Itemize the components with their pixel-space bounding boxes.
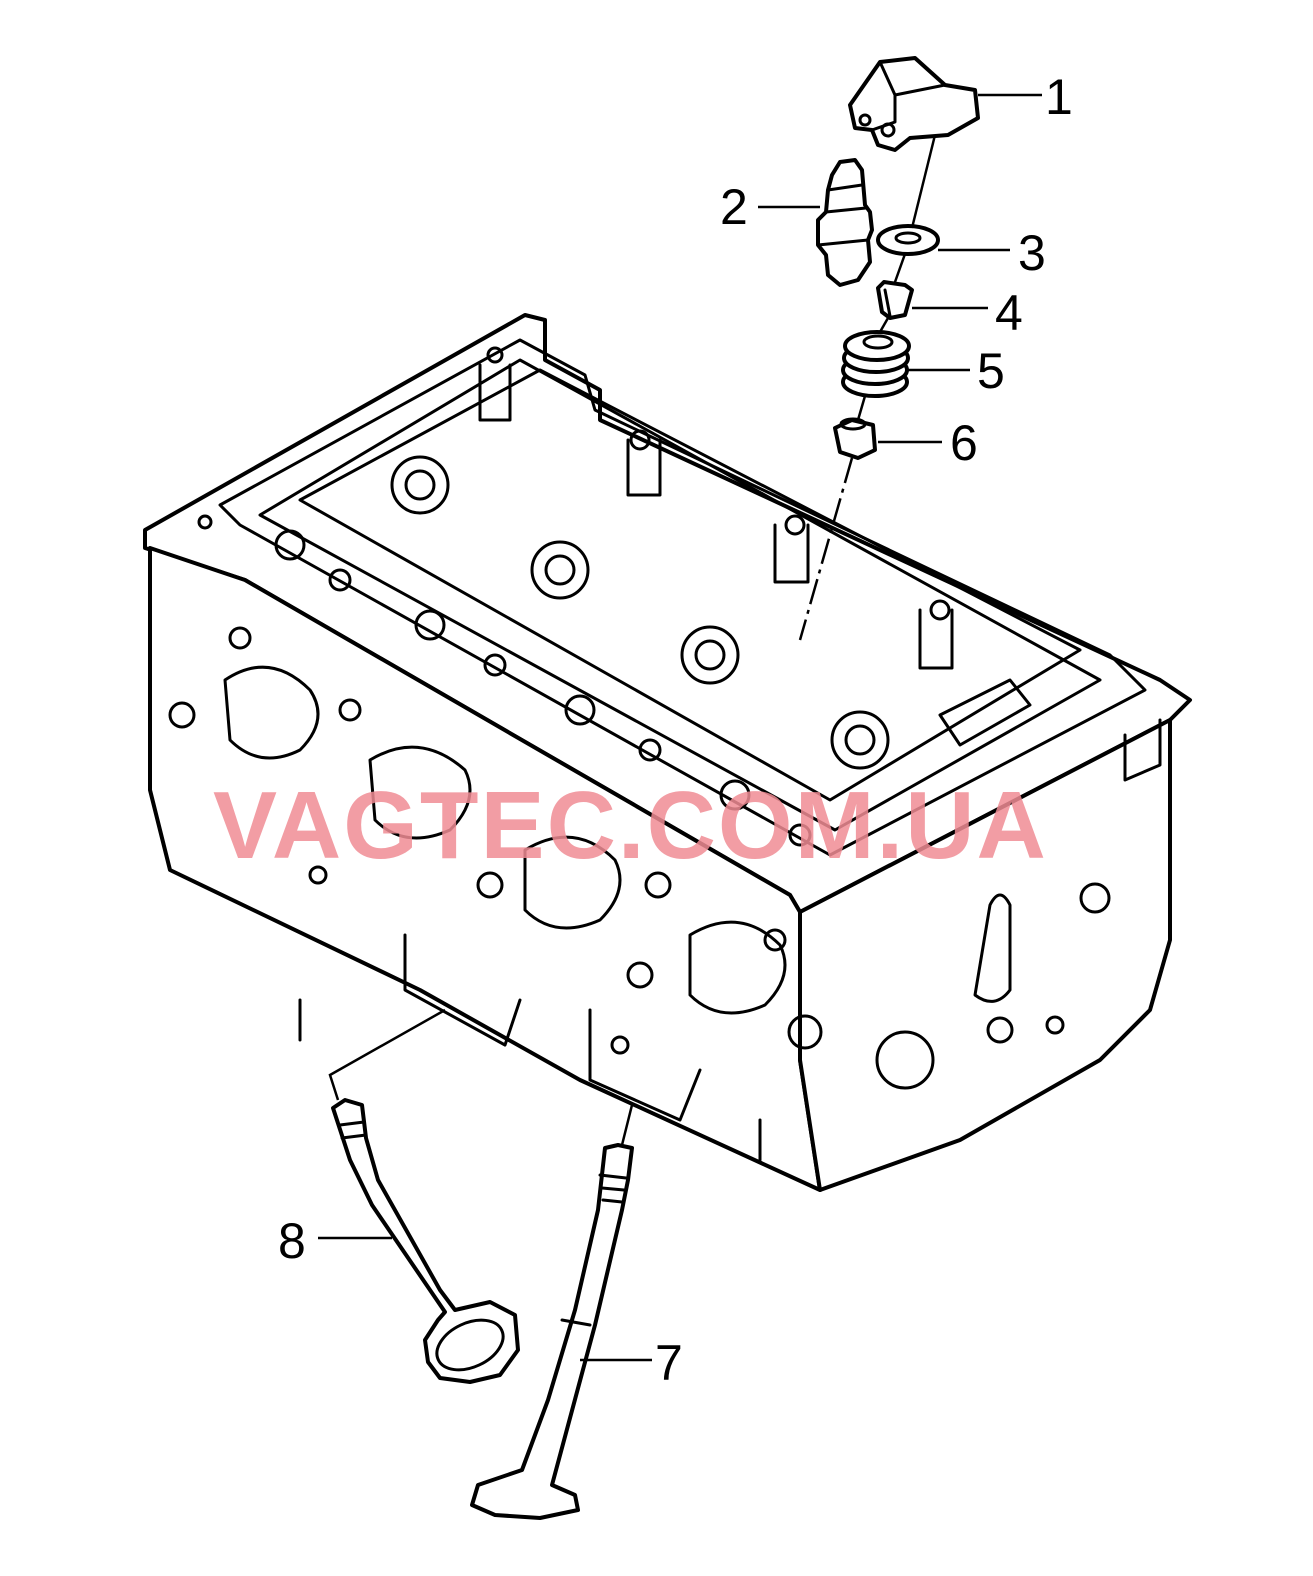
cylinder-head (143, 313, 1192, 1192)
assembly-lines (328, 134, 937, 1146)
part-6-valve-stem-seal (833, 417, 877, 460)
callout-6: 6 (950, 415, 978, 471)
callout-2: 2 (720, 179, 748, 235)
watermark: VAGTEC.COM.UA (213, 772, 1048, 879)
callout-leaders (318, 93, 1042, 1362)
callout-1: 1 (1045, 69, 1073, 125)
callout-numbers: 1 2 3 4 5 6 7 8 (278, 69, 1073, 1391)
part-7-valve (470, 1143, 634, 1520)
callout-3: 3 (1018, 225, 1046, 281)
callout-7: 7 (655, 1335, 683, 1391)
callout-5: 5 (977, 343, 1005, 399)
callout-8: 8 (278, 1213, 306, 1269)
part-1-roller-rocker-arm (848, 56, 980, 152)
part-8-valve (331, 1098, 520, 1384)
part-3-spring-retainer (876, 224, 940, 256)
callout-4: 4 (995, 285, 1023, 341)
part-4-valve-cotter (876, 280, 914, 320)
part-2-hydraulic-lifter (816, 158, 874, 287)
part-5-valve-spring (841, 330, 911, 398)
